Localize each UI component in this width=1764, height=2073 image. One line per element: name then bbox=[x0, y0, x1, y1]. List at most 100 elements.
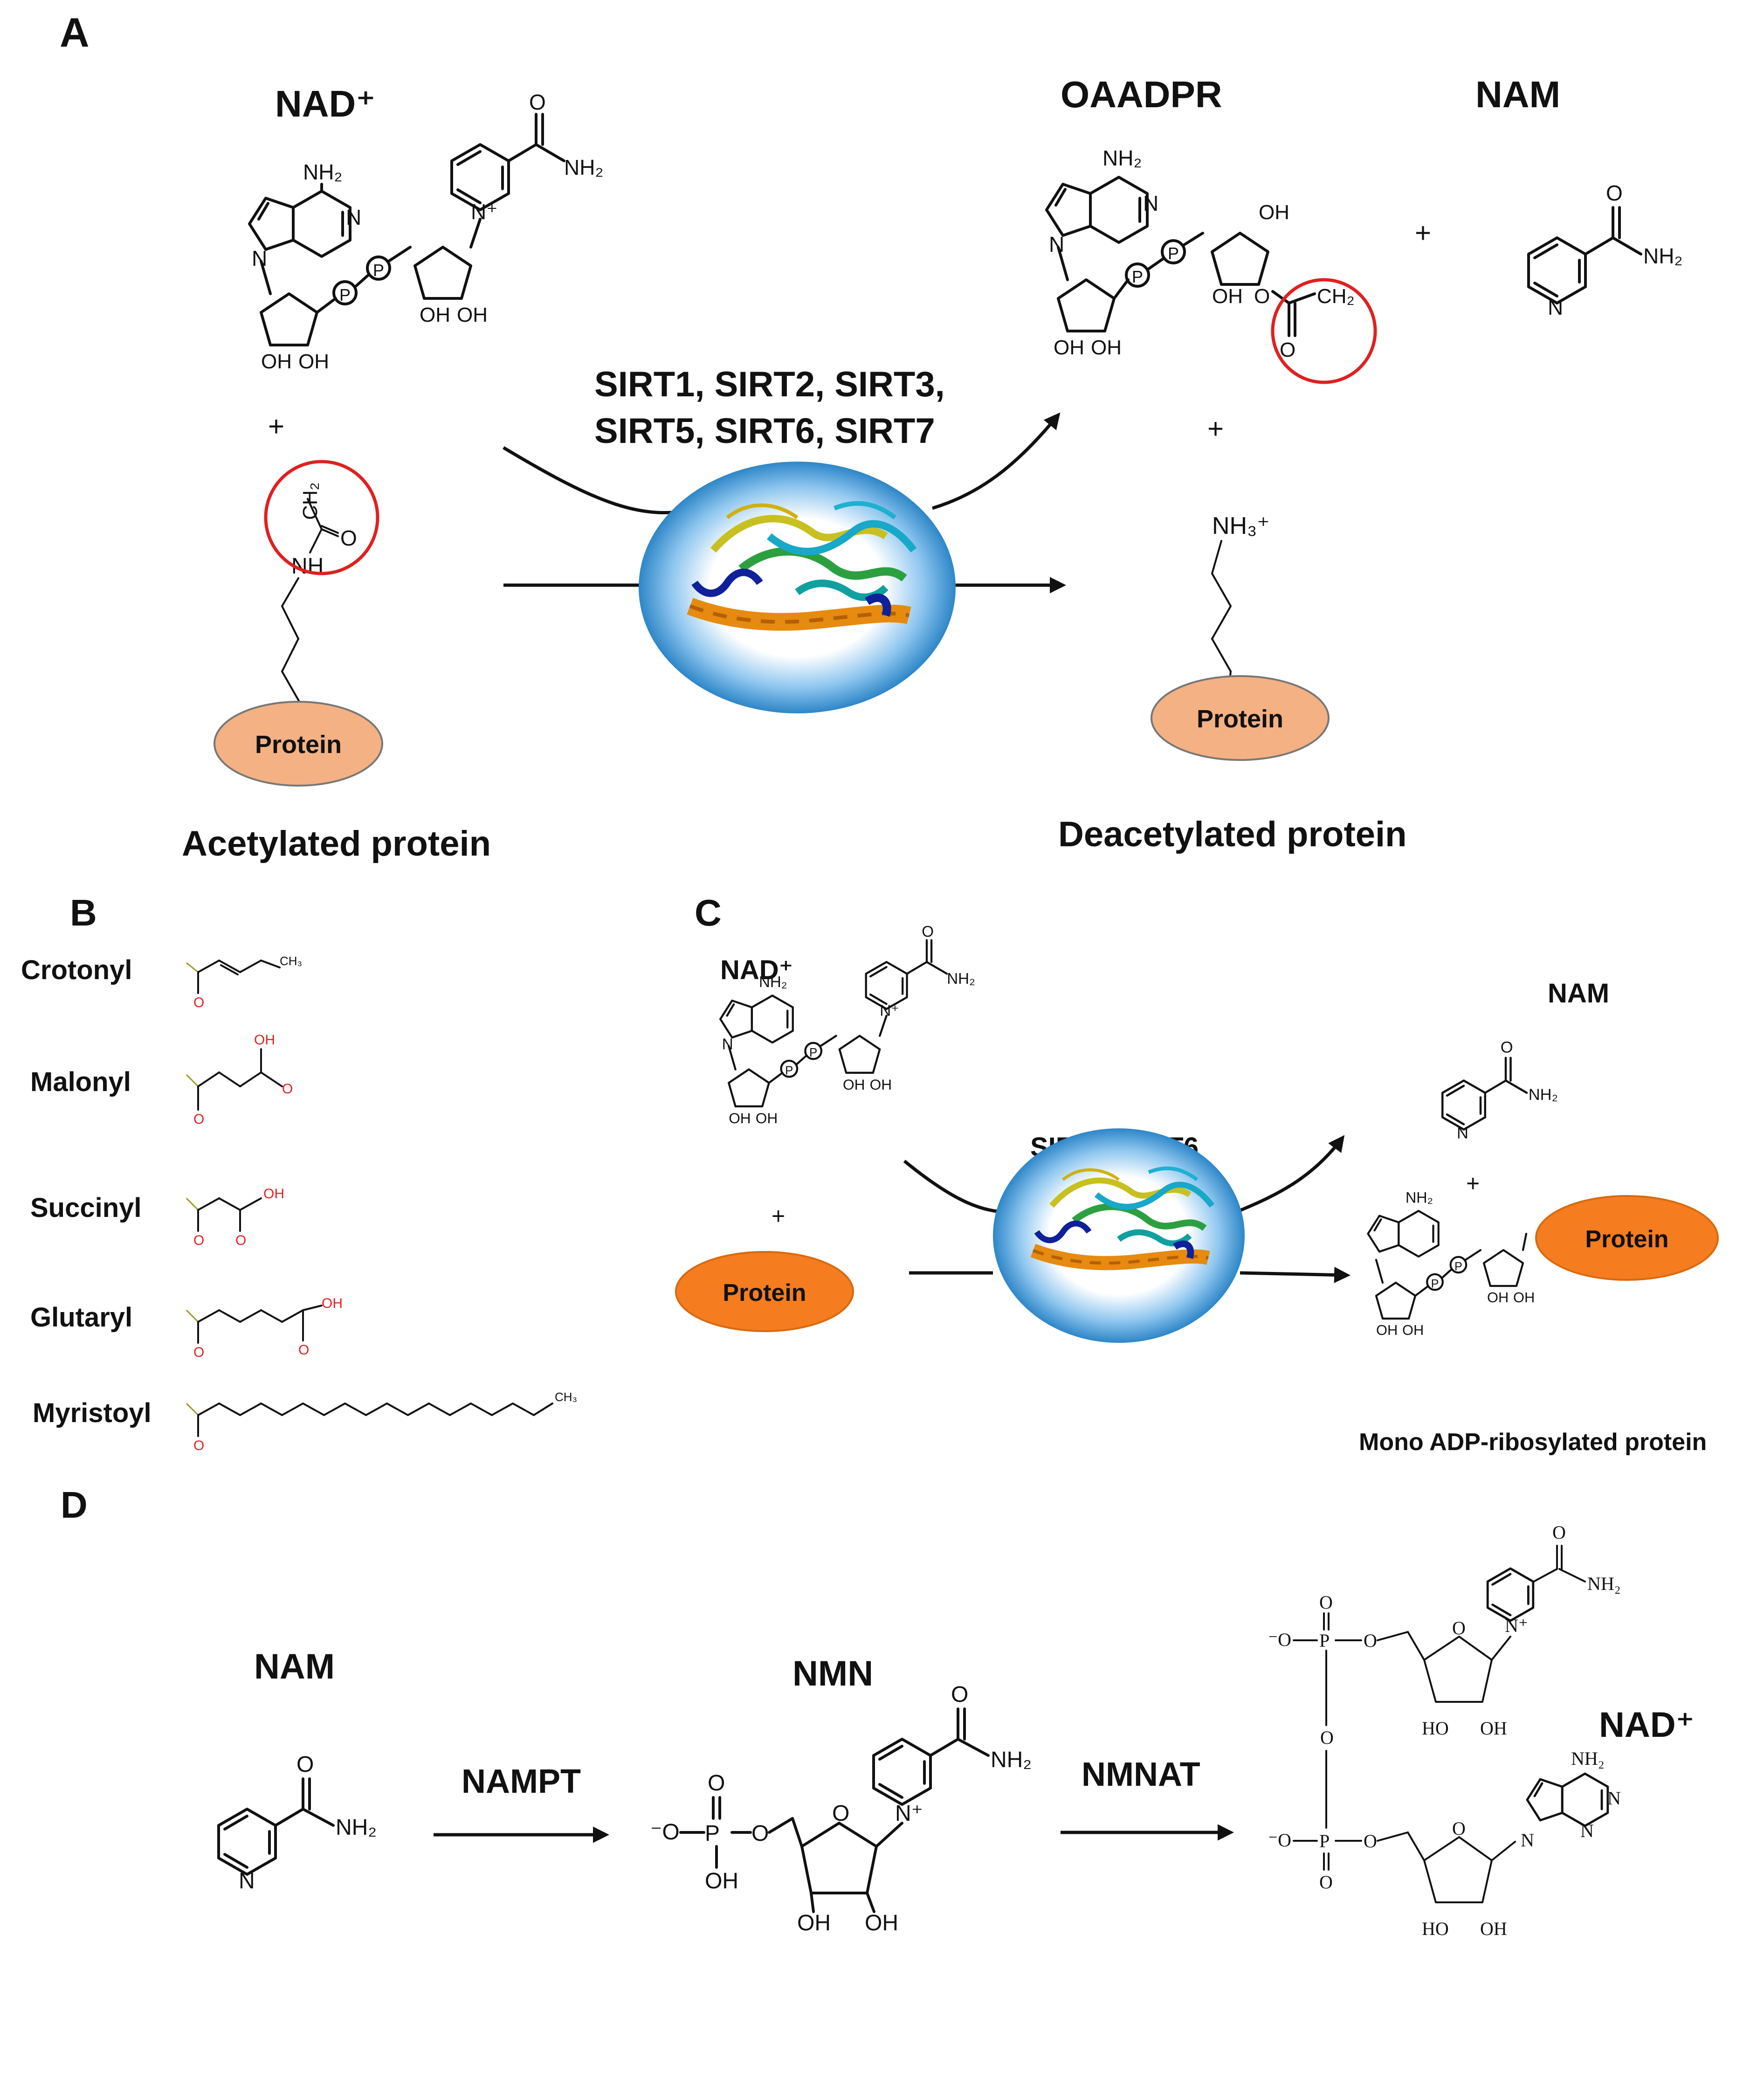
svg-text:N: N bbox=[1548, 295, 1563, 319]
svg-text:P: P bbox=[1168, 244, 1179, 263]
svg-text:O: O bbox=[529, 90, 546, 114]
nad-structure-c: NH₂ N OH OH P P OH OH N⁺ O NH₂ bbox=[720, 923, 975, 1126]
svg-text:P: P bbox=[809, 1046, 817, 1059]
lysine-deacetylated: NH₃⁺ bbox=[1211, 512, 1270, 696]
acetyl-highlight-circle-a bbox=[264, 460, 379, 575]
svg-text:OH: OH bbox=[870, 1076, 892, 1093]
acyl-glutaryl: Glutaryl OH O O bbox=[30, 1296, 343, 1360]
svg-text:O: O bbox=[1319, 1872, 1333, 1893]
nampt-label: NAMPT bbox=[462, 1763, 581, 1800]
acyl-succinyl: Succinyl OH O O bbox=[30, 1186, 284, 1248]
svg-text:NH₂: NH₂ bbox=[564, 155, 603, 180]
svg-text:P: P bbox=[785, 1064, 793, 1077]
svg-text:P: P bbox=[339, 285, 351, 304]
svg-text:OH: OH bbox=[1376, 1322, 1398, 1338]
mono-adp-ribosylated-caption: Mono ADP-ribosylated protein bbox=[1359, 1429, 1707, 1456]
nad-title-a: NAD⁺ bbox=[275, 83, 376, 124]
svg-text:N⁺: N⁺ bbox=[895, 1801, 923, 1826]
svg-text:N: N bbox=[239, 1869, 255, 1893]
svg-text:N: N bbox=[722, 1036, 733, 1053]
svg-text:CH₃: CH₃ bbox=[555, 1390, 577, 1404]
acyl-crotonyl: Crotonyl CH₃ O bbox=[21, 954, 302, 1010]
svg-text:OH: OH bbox=[420, 304, 450, 326]
svg-text:OH: OH bbox=[729, 1110, 751, 1126]
svg-text:O: O bbox=[1552, 1522, 1566, 1543]
svg-text:OH: OH bbox=[1402, 1322, 1424, 1338]
svg-text:⁻O: ⁻O bbox=[650, 1820, 680, 1845]
svg-text:O: O bbox=[1319, 1592, 1333, 1613]
svg-text:Glutaryl: Glutaryl bbox=[30, 1302, 132, 1333]
svg-text:OH: OH bbox=[1054, 336, 1084, 359]
deacetylated-protein-caption: Deacetylated protein bbox=[1058, 815, 1407, 854]
svg-text:OH: OH bbox=[1259, 201, 1289, 224]
svg-text:O: O bbox=[751, 1821, 769, 1846]
svg-text:OH: OH bbox=[1480, 1718, 1507, 1739]
panel-d-label: D bbox=[61, 1484, 88, 1526]
svg-text:N: N bbox=[252, 246, 267, 270]
svg-text:NH₂: NH₂ bbox=[759, 974, 787, 991]
svg-text:Protein: Protein bbox=[723, 1279, 806, 1306]
protein-ellipse-c-left: Protein bbox=[675, 1251, 854, 1332]
acyl-myristoyl: Myristoyl CH₃ O bbox=[33, 1390, 577, 1453]
svg-text:Protein: Protein bbox=[255, 731, 342, 759]
adp-ribose-protein-structure: NH₂ OH OH P P OH OH bbox=[1368, 1189, 1535, 1338]
plus-a-right: + bbox=[1207, 413, 1224, 444]
svg-text:CH₂: CH₂ bbox=[1317, 285, 1355, 308]
svg-text:O: O bbox=[951, 1682, 968, 1707]
svg-text:OH: OH bbox=[865, 1911, 898, 1935]
nam-title-d: NAM bbox=[254, 1647, 335, 1686]
svg-text:O: O bbox=[1606, 181, 1623, 205]
svg-text:O: O bbox=[193, 1233, 204, 1248]
svg-text:N⁺: N⁺ bbox=[471, 200, 498, 224]
svg-text:NH₂: NH₂ bbox=[1102, 146, 1142, 170]
svg-text:NH₂: NH₂ bbox=[1406, 1189, 1433, 1206]
svg-text:OH: OH bbox=[254, 1032, 275, 1048]
svg-text:OH: OH bbox=[1487, 1289, 1509, 1306]
nad-structure-d: ⁻O P O O O HO OH N⁺ O NH₂ O ⁻O P O O bbox=[1268, 1522, 1621, 1939]
svg-text:P: P bbox=[705, 1821, 720, 1846]
svg-text:P: P bbox=[373, 261, 384, 280]
svg-text:NH₂: NH₂ bbox=[991, 1748, 1032, 1772]
svg-text:O: O bbox=[1501, 1039, 1513, 1057]
svg-text:OH: OH bbox=[1212, 285, 1243, 308]
svg-text:O: O bbox=[1320, 1727, 1334, 1748]
protein-ellipse-a-right: Protein bbox=[1151, 675, 1330, 761]
svg-text:OH: OH bbox=[1091, 336, 1122, 359]
nmn-structure: ⁻O P O OH O O OH OH N⁺ O NH₂ bbox=[650, 1682, 1032, 1935]
protein-ellipse-a-left: Protein bbox=[214, 701, 383, 787]
svg-text:N: N bbox=[1457, 1124, 1468, 1142]
svg-text:O: O bbox=[193, 1345, 204, 1360]
svg-text:Protein: Protein bbox=[1197, 705, 1283, 733]
nam-structure-c: N O NH₂ bbox=[1442, 1039, 1558, 1142]
svg-text:O: O bbox=[1452, 1617, 1466, 1638]
svg-text:O: O bbox=[1254, 285, 1270, 308]
svg-text:Succinyl: Succinyl bbox=[30, 1193, 142, 1223]
acyl-malonyl: Malonyl OH O O bbox=[30, 1032, 293, 1127]
nam-structure-a: N O NH₂ bbox=[1529, 181, 1682, 319]
nam-title-a: NAM bbox=[1475, 74, 1560, 115]
svg-text:NH₂: NH₂ bbox=[1571, 1748, 1605, 1769]
svg-text:N⁺: N⁺ bbox=[880, 1002, 899, 1019]
svg-text:O: O bbox=[193, 1112, 204, 1127]
svg-text:N: N bbox=[1607, 1788, 1621, 1809]
nad-structure-a: NH₂ N N OH OH P P OH OH N⁺ O NH₂ bbox=[249, 90, 603, 373]
svg-text:N: N bbox=[1521, 1830, 1534, 1851]
svg-text:OH: OH bbox=[1513, 1289, 1535, 1306]
straight-arrow-c bbox=[909, 1273, 1347, 1275]
svg-text:P: P bbox=[1319, 1630, 1330, 1651]
acetyl-highlight-circle-oaadpr bbox=[1271, 278, 1377, 384]
svg-text:NH₃⁺: NH₃⁺ bbox=[1212, 512, 1270, 539]
svg-text:NH₂: NH₂ bbox=[1643, 244, 1682, 268]
plus-c-right: + bbox=[1466, 1170, 1480, 1196]
svg-text:Protein: Protein bbox=[1585, 1226, 1668, 1253]
plus-c-left: + bbox=[772, 1203, 785, 1229]
nad-title-c: NAD⁺ bbox=[720, 955, 793, 985]
protein-ellipse-c-right: Protein bbox=[1535, 1195, 1719, 1281]
svg-text:OH: OH bbox=[1480, 1918, 1507, 1939]
svg-text:N⁺: N⁺ bbox=[1505, 1615, 1528, 1636]
svg-text:P: P bbox=[1132, 267, 1143, 286]
panel-a-label: A bbox=[60, 9, 90, 55]
svg-text:NH₂: NH₂ bbox=[1529, 1086, 1558, 1104]
svg-text:O: O bbox=[296, 1752, 314, 1777]
svg-text:OH: OH bbox=[322, 1296, 343, 1311]
